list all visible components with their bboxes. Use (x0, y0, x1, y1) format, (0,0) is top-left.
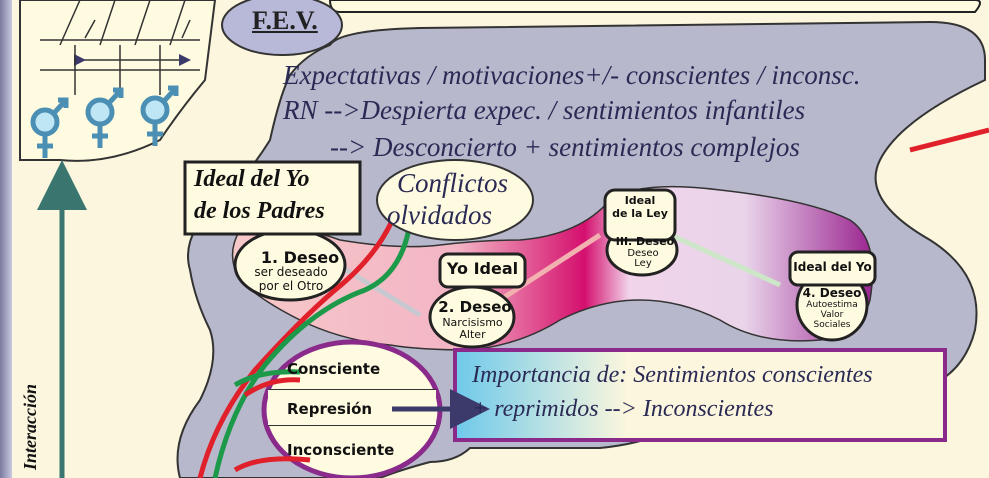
expectations-line1: Expectativas / motivaciones+/- conscient… (283, 60, 861, 90)
sketch-box (19, 0, 217, 162)
deseo2-title: 2. Deseo (438, 298, 512, 316)
importancia-line2: + reprimidos --> Inconscientes (472, 396, 774, 422)
interaccion-label: Interacción (20, 383, 40, 470)
ideal-padres-line1: Ideal del Yo (194, 166, 310, 192)
gender-symbols (30, 85, 179, 158)
ideal-yo-label: Ideal del Yo (793, 260, 872, 274)
red-curve (197, 199, 403, 478)
expectations-line3: --> Desconcierto + sentimientos complejo… (330, 132, 800, 162)
ideal-padres-line2: de los Padres (194, 198, 325, 224)
deseo2-line1: Narcisismo (442, 316, 503, 329)
ideal-ley-line1: Ideal (624, 194, 656, 207)
yo-ideal-box (438, 252, 527, 289)
expectations-line2: RN -->Despierta expec. / sentimientos in… (283, 95, 806, 125)
conflictos-line1: Conflictos (397, 168, 509, 198)
left-edge-bar (0, 0, 12, 478)
importancia-line1: Importancia de: Sentimientos conscientes (472, 362, 873, 388)
deseo3-line1: Deseo (627, 248, 659, 259)
deseo3-line2: Ley (634, 258, 652, 269)
conflictos-line2: olvidados (387, 200, 492, 230)
ideal-ley-box (603, 188, 677, 242)
top-box-fragment (328, 0, 981, 13)
deseo4-title: 4. Deseo (802, 286, 862, 300)
yo-ideal-label: Yo Ideal (446, 259, 519, 278)
green-curve (212, 199, 415, 478)
deseo3-title: III. Deseo (615, 235, 675, 248)
deseo4-line2: Valor (820, 310, 844, 320)
deseo4-line1: Autoestima (806, 300, 858, 310)
deseo1-title: 1. Deseo (260, 248, 340, 267)
deseo2-line2: Alter (459, 328, 486, 341)
deseo4-line3: Sociales (813, 320, 851, 330)
consciente-label: Consciente (287, 360, 381, 378)
conflictos-ellipse (376, 159, 534, 241)
red-stroke-right (909, 127, 989, 153)
ideal-ley-line2: de la Ley (612, 207, 668, 220)
fev-label: F.E.V. (252, 6, 318, 35)
represion-label: Represión (287, 400, 373, 418)
importance-box (453, 348, 947, 442)
ideal-yo-box (788, 250, 877, 287)
deseo1-line1: ser deseado (254, 265, 328, 279)
inconsciente-label: Inconsciente (287, 441, 395, 459)
deseo1-line2: por el Otro (258, 279, 324, 293)
fev-ellipse (221, 0, 343, 56)
ideal-padres-box (183, 160, 362, 236)
